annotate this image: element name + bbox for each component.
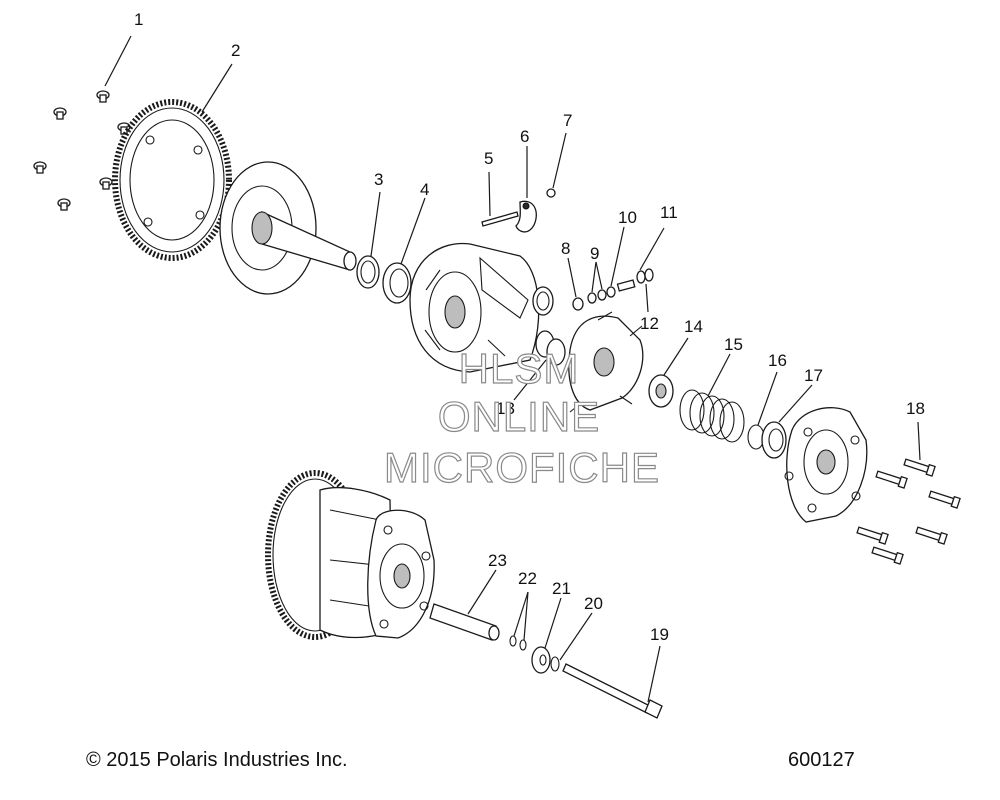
- callout-19: 19: [650, 625, 669, 644]
- callout-3: 3: [374, 170, 383, 189]
- part-22-orings: [509, 635, 527, 651]
- watermark-line-2: ONLINE: [438, 393, 600, 440]
- part-14-button: [648, 374, 674, 408]
- callout-15: 15: [724, 335, 743, 354]
- part-21-washer: [531, 646, 551, 674]
- callout-18: 18: [906, 399, 925, 418]
- drawing-number: 600127: [788, 749, 855, 771]
- part-2-ring-gear: [112, 99, 232, 261]
- callout-8: 8: [561, 239, 570, 258]
- watermark-line-3: MICROFICHE: [384, 444, 660, 491]
- watermark-line-1: HLSM: [459, 345, 580, 392]
- callout-22: 22: [518, 569, 537, 588]
- callout-4: 4: [420, 180, 429, 199]
- callout-10: 10: [618, 208, 637, 227]
- part-23-tube: [429, 603, 500, 641]
- drive-sheave: [219, 161, 357, 295]
- callout-2: 2: [231, 41, 240, 60]
- leader-lines: [104, 35, 921, 703]
- assembled-drive-clutch: [265, 470, 435, 640]
- clutch-cover: [784, 407, 868, 523]
- callout-numbers: 1 2 3 4 5 6 7 8 9 10 11 12 13 14 15 16 1…: [134, 10, 925, 644]
- part-4-bushing: [382, 262, 412, 304]
- callout-20: 20: [584, 594, 603, 613]
- moveable-sheave: [409, 242, 554, 373]
- part-9-rollers: [587, 289, 607, 304]
- part-18-bolts: [856, 458, 961, 565]
- callout-9: 9: [590, 244, 599, 263]
- part-20-washer: [550, 656, 560, 672]
- callout-21: 21: [552, 579, 571, 598]
- callout-11: 11: [660, 203, 678, 222]
- part-7-nut: [546, 188, 556, 198]
- part-1-screws: [33, 90, 131, 211]
- part-6-weight: [515, 200, 537, 233]
- part-19-bolt: [562, 663, 663, 719]
- callout-17: 17: [804, 366, 823, 385]
- copyright-notice: © 2015 Polaris Industries Inc.: [86, 749, 348, 771]
- callout-5: 5: [484, 149, 493, 168]
- part-17-bushing: [761, 421, 787, 459]
- part-3-ring: [356, 255, 380, 289]
- callout-1: 1: [134, 10, 143, 29]
- part-12-bushings: [636, 268, 654, 284]
- callout-7: 7: [563, 111, 572, 130]
- part-11-pin: [616, 279, 636, 292]
- callout-6: 6: [520, 127, 529, 146]
- part-5-pin: [481, 211, 519, 227]
- callout-13: 13: [496, 399, 515, 418]
- part-10-washer: [606, 286, 616, 298]
- watermark: HLSM ONLINE MICROFICHE: [383, 344, 660, 491]
- callout-16: 16: [768, 351, 787, 370]
- part-15-spring: [679, 389, 745, 443]
- part-8-washer: [572, 297, 584, 311]
- part-13-spider: [535, 311, 644, 413]
- callout-23: 23: [488, 551, 507, 570]
- callout-12: 12: [640, 314, 659, 333]
- callout-14: 14: [684, 317, 703, 336]
